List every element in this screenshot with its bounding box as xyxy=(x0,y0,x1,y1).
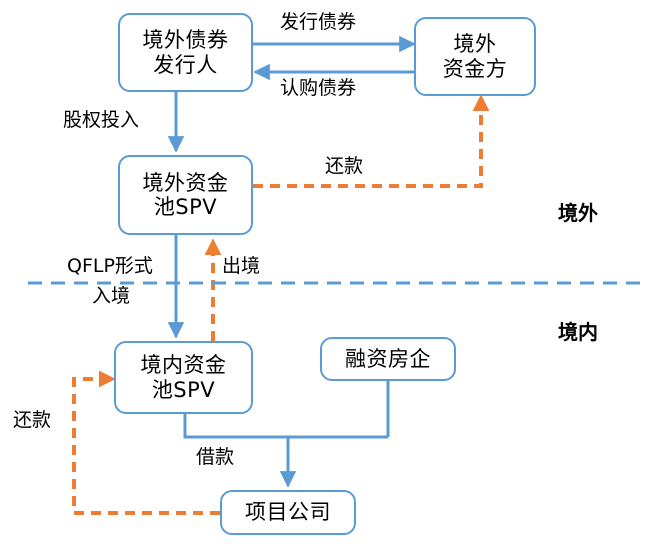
edge-label-inbound: 入境 xyxy=(92,285,131,307)
edge-label-loan: 借款 xyxy=(196,446,235,468)
edge-label-equity-injection: 股权投入 xyxy=(63,109,140,131)
edge-label-outbound: 出境 xyxy=(222,255,261,277)
node-financing-developer[interactable]: 融资房企 xyxy=(320,337,456,381)
edge-label-subscribe-bond: 认购债券 xyxy=(280,77,357,99)
connector-repay-offshore xyxy=(253,94,490,188)
edge-label-issue-bond: 发行债券 xyxy=(280,11,357,33)
region-label-offshore: 境外 xyxy=(558,201,598,225)
node-offshore-pool-spv[interactable]: 境外资金 池SPV xyxy=(118,155,253,235)
connector-repay-onshore xyxy=(72,370,220,515)
region-label-onshore: 境内 xyxy=(558,320,598,344)
node-onshore-pool-spv[interactable]: 境内资金 池SPV xyxy=(114,341,253,414)
node-project-company[interactable]: 项目公司 xyxy=(220,490,356,535)
node-offshore-bond-issuer[interactable]: 境外债券 发行人 xyxy=(118,13,253,92)
edge-label-qflp-form: QFLP形式 xyxy=(67,255,153,277)
node-offshore-funder[interactable]: 境外 资金方 xyxy=(414,17,536,96)
edge-label-repay-onshore: 还款 xyxy=(13,409,52,431)
connector-loan-from-spv xyxy=(183,414,388,439)
edge-label-repay-offshore: 还款 xyxy=(325,155,364,177)
